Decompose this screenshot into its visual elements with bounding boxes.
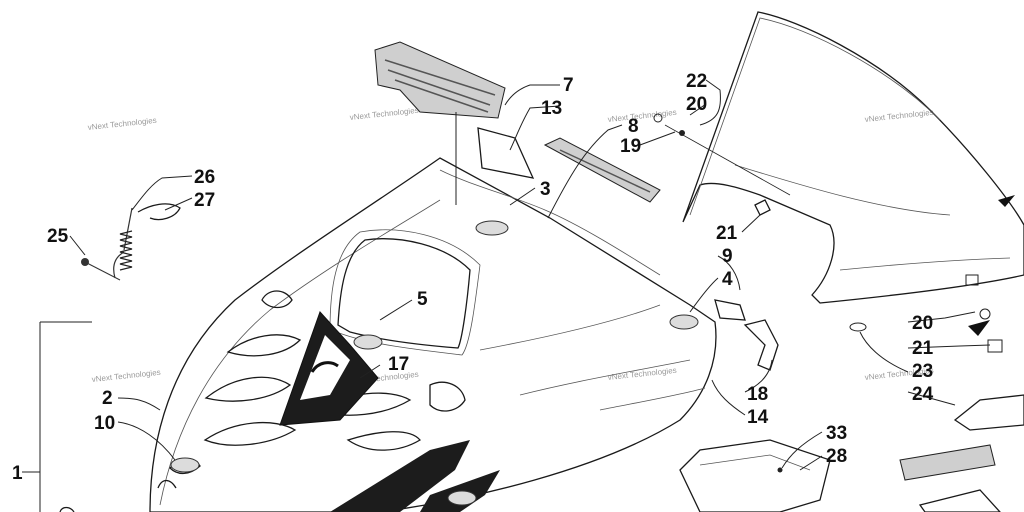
callout-7: 7 bbox=[563, 75, 574, 96]
callout-8: 8 bbox=[628, 116, 639, 137]
callout-2: 2 bbox=[102, 388, 113, 409]
callout-20a: 20 bbox=[686, 94, 707, 115]
callout-23: 23 bbox=[912, 361, 933, 382]
windshield bbox=[682, 11, 1024, 336]
callout-10: 10 bbox=[94, 413, 115, 434]
callout-21b: 21 bbox=[912, 338, 934, 359]
callout-33: 33 bbox=[826, 423, 847, 444]
top-decal bbox=[374, 41, 661, 203]
callout-28: 28 bbox=[826, 446, 847, 467]
callout-3: 3 bbox=[540, 179, 551, 200]
leader-lines bbox=[22, 79, 991, 512]
callout-25: 25 bbox=[47, 226, 69, 247]
callout-19: 19 bbox=[620, 136, 641, 157]
callout-18: 18 bbox=[747, 384, 768, 405]
callout-20b: 20 bbox=[912, 313, 933, 334]
watermark-4: vNext Technologies bbox=[864, 108, 934, 124]
decal-ovals bbox=[170, 220, 699, 506]
watermark-3: vNext Technologies bbox=[607, 108, 677, 124]
watermark-2: vNext Technologies bbox=[349, 106, 419, 122]
callout-13: 13 bbox=[541, 98, 562, 119]
watermark-5: vNext Technologies bbox=[91, 368, 161, 384]
hardware bbox=[653, 113, 1024, 512]
callout-9: 9 bbox=[722, 246, 733, 267]
callout-22: 22 bbox=[686, 71, 707, 92]
callout-26: 26 bbox=[194, 167, 215, 188]
callout-17: 17 bbox=[388, 354, 409, 375]
callout-21a: 21 bbox=[716, 223, 738, 244]
callout-1: 1 bbox=[12, 463, 23, 484]
callout-4: 4 bbox=[722, 269, 733, 290]
hood-spring bbox=[81, 203, 181, 281]
callout-27: 27 bbox=[194, 190, 215, 211]
callout-5: 5 bbox=[417, 289, 428, 310]
callout-24: 24 bbox=[912, 384, 934, 405]
watermark-1: vNext Technologies bbox=[87, 116, 157, 132]
callouts: 1 2 10 25 26 27 7 13 3 8 19 22 20 21 9 4… bbox=[12, 71, 934, 484]
callout-14: 14 bbox=[747, 407, 769, 428]
hood bbox=[59, 157, 717, 512]
